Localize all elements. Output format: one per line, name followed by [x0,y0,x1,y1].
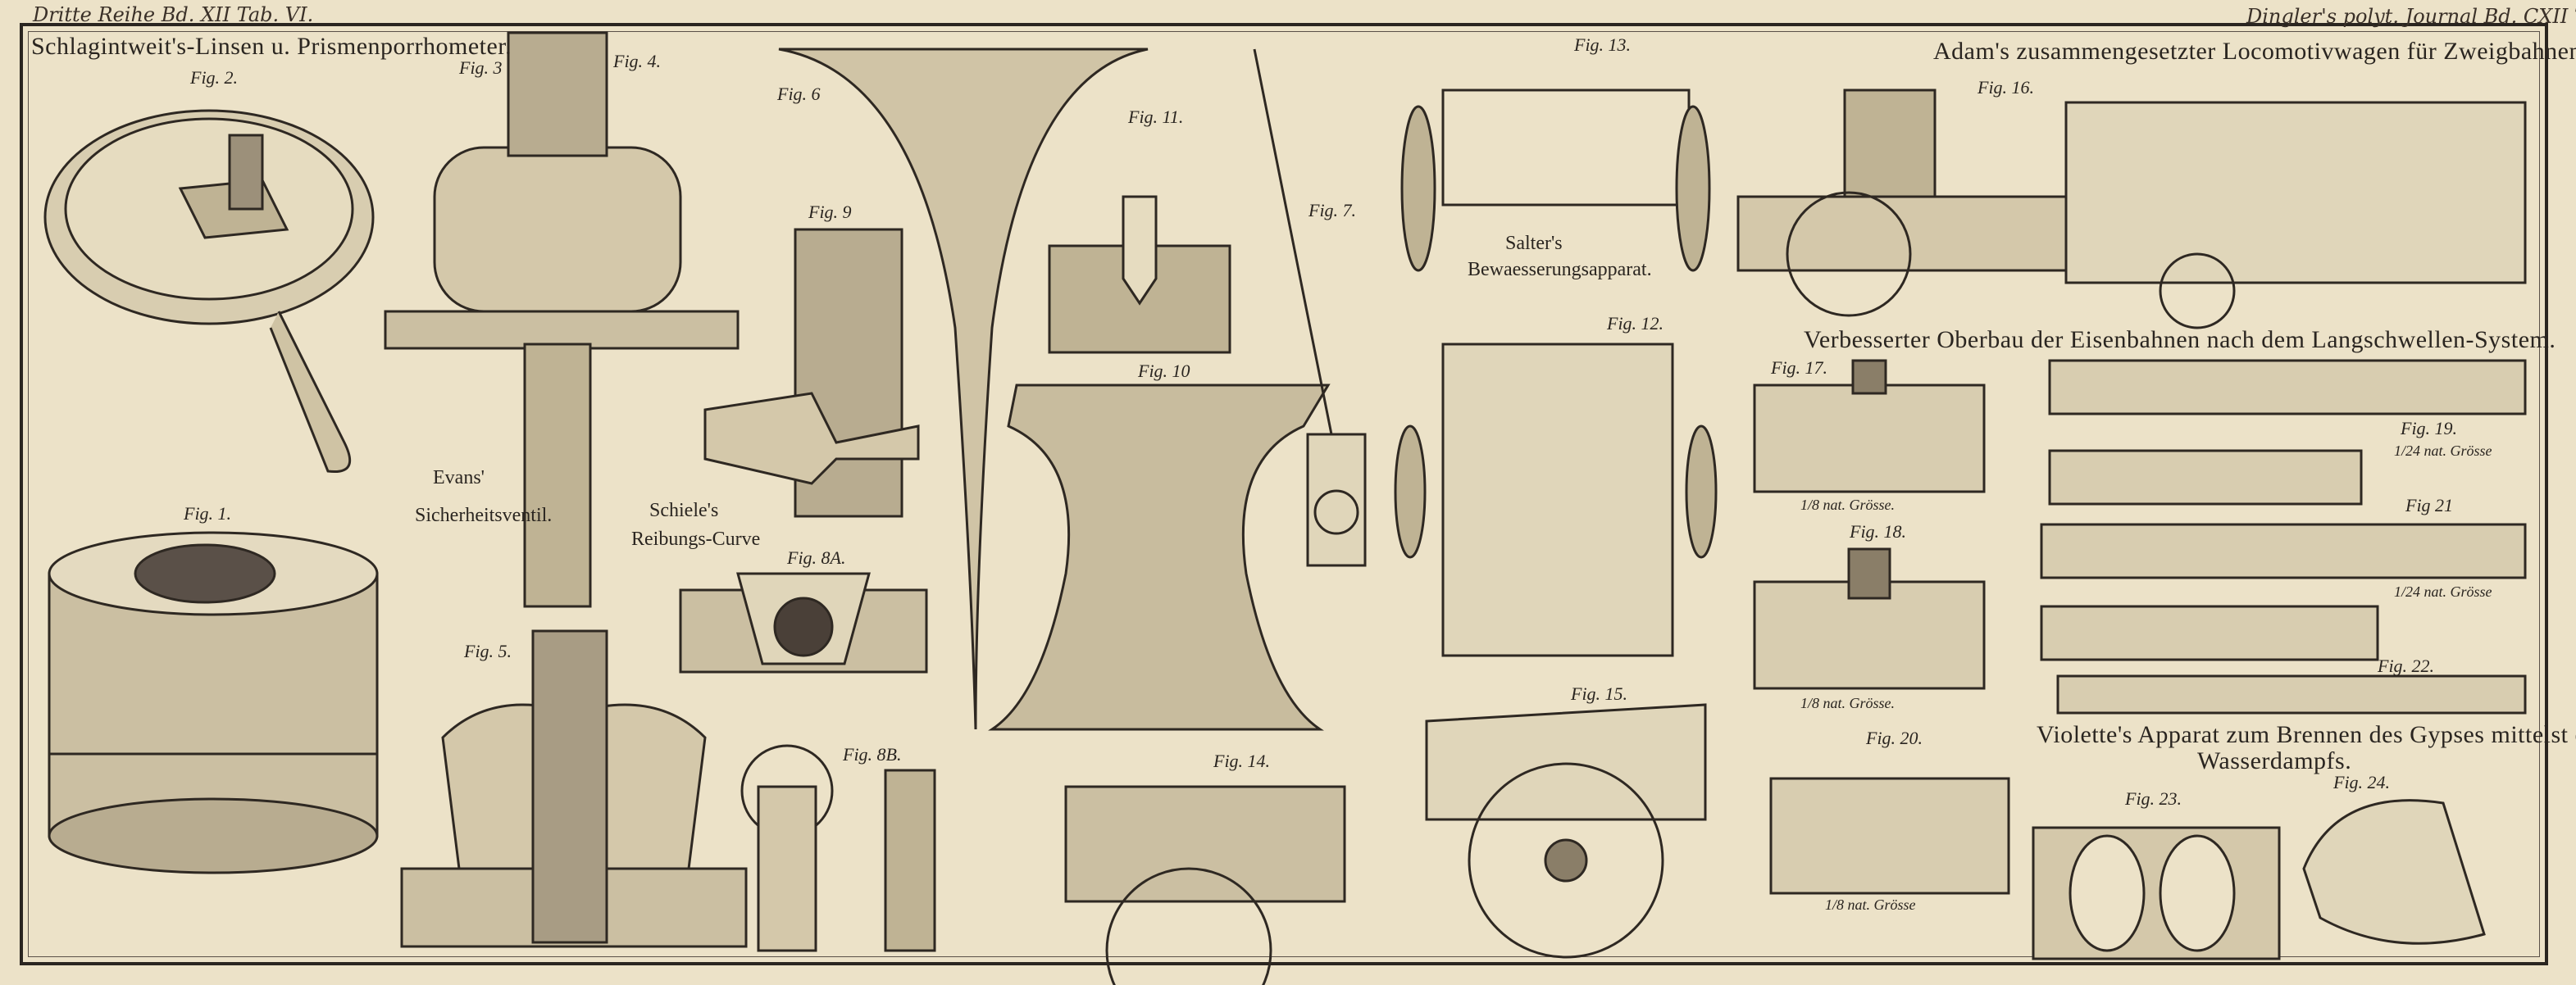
fig23-24-violette-drawings [2032,799,2486,960]
label-fig3: Fig. 3 [459,57,503,78]
header-left: Dritte Reihe Bd. XII Tab. VI. [33,3,314,26]
label-fig6: Fig. 6 [777,84,821,104]
label-fig9: Fig. 9 [808,202,852,222]
label-fig21: Fig 21 [2405,495,2454,515]
title-adams: Adam's zusammengesetzter Locomotivwagen … [1933,38,2576,65]
fig6-horn-drawing [778,48,1149,730]
label-fig24: Fig. 24. [2333,772,2391,792]
scale-fig19: 1/24 nat. Grösse [2394,443,2492,459]
label-fig17: Fig. 17. [1771,357,1828,378]
label-fig1: Fig. 1. [184,503,232,524]
fig14-15-cart-drawings [884,703,1707,985]
caption-salter-2: Bewaesserungsapparat. [1468,259,1652,280]
title-schlagintweit: Schlagintweit's-Linsen u. Prismenporrhom… [31,33,512,60]
label-fig12: Fig. 12. [1607,313,1664,334]
label-fig7: Fig. 7. [1308,200,1357,220]
scale-fig21: 1/24 nat. Grösse [2394,583,2492,600]
title-violette-line1: Violette's Apparat zum Brennen des Gypse… [2037,721,2576,748]
label-fig20: Fig. 20. [1866,728,1923,748]
fig2-porrhometer-drawing [43,109,375,474]
label-fig10: Fig. 10 [1138,361,1190,381]
plate-border [20,23,2548,965]
fig1-cylinder-drawing [48,531,379,874]
header-right: Dingler's polyt. Journal Bd. CXII Tab. V… [2246,5,2576,28]
label-fig19: Fig. 19. [2401,418,2458,438]
title-oberbau: Verbesserter Oberbau der Eisenbahnen nac… [1804,326,2556,353]
scale-fig17: 1/8 nat. Grösse. [1800,497,1896,513]
fig7-lever-drawing [1253,48,1367,567]
caption-schiele-2: Reibungs-Curve [631,529,761,550]
caption-schiele-1: Schiele's [649,500,719,521]
label-fig11: Fig. 11. [1128,107,1184,127]
fig16-locomotive-wagon-drawing [1736,89,2527,329]
fig17-22-rail-drawings [1753,359,2527,895]
fig3-5-valve-drawings [384,31,748,948]
label-fig18: Fig. 18. [1850,521,1907,542]
caption-evans-1: Evans' [433,467,485,488]
fig10-11-drawings [988,195,1331,731]
label-fig15: Fig. 15. [1571,683,1628,704]
title-violette-line2: Wasserdampfs. [2197,747,2352,774]
label-fig4: Fig. 4. [613,51,662,71]
scale-fig20: 1/8 nat. Grösse [1825,896,1916,913]
label-fig14: Fig. 14. [1213,751,1271,771]
scale-fig18: 1/8 nat. Grösse. [1800,695,1896,711]
label-fig22: Fig. 22. [2378,656,2435,676]
fig12-13-salter-drawings [1394,89,1718,657]
label-fig2: Fig. 2. [190,67,239,88]
label-fig13: Fig. 13. [1574,34,1632,55]
fig8-9-drawings [679,228,928,952]
label-fig16: Fig. 16. [1978,77,2035,98]
label-fig5: Fig. 5. [464,641,512,661]
caption-evans-2: Sicherheitsventil. [415,505,553,526]
label-fig8a: Fig. 8A. [787,547,846,568]
caption-salter-1: Salter's [1505,233,1563,254]
label-fig23: Fig. 23. [2125,788,2182,809]
label-fig8b: Fig. 8B. [843,744,902,765]
